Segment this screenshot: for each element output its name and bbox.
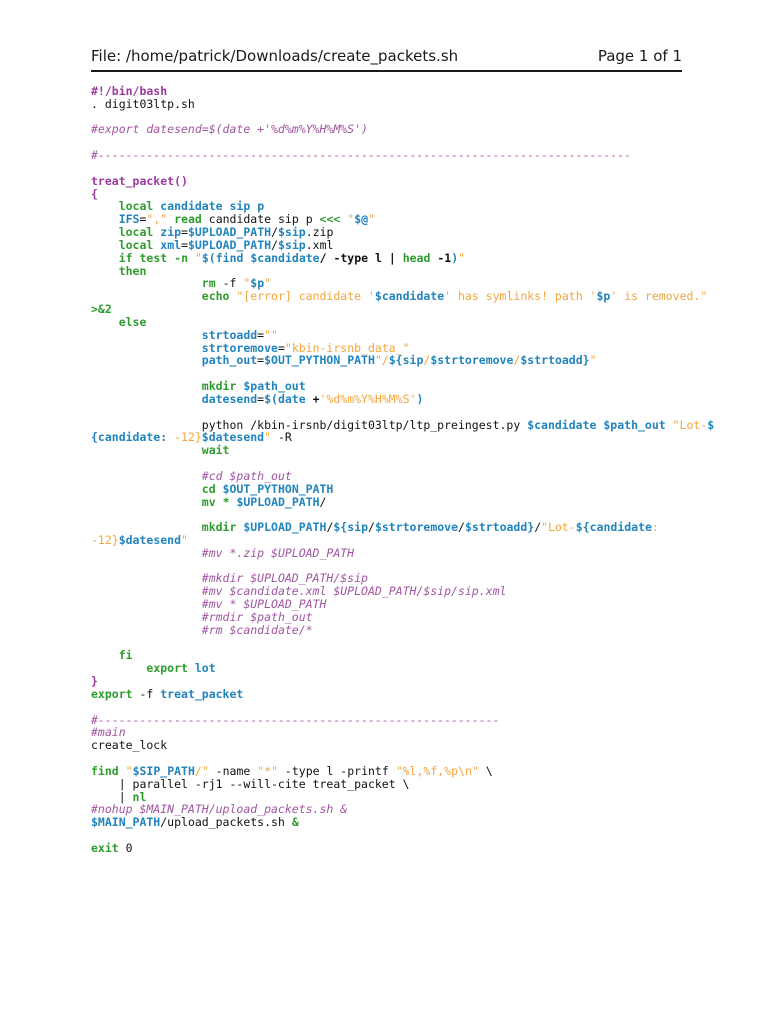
code-line: . digit03ltp.sh [91, 96, 195, 111]
code-line: -12}$datesend" [91, 532, 188, 547]
code-line: } [91, 674, 98, 689]
code-line: #cd $path_out [201, 468, 292, 483]
code-line: cd $OUT_PYTHON_PATH [201, 481, 334, 496]
code-line: export lot [146, 661, 216, 676]
code-line: #---------------------------------------… [91, 712, 500, 727]
code-line: #nohup $MAIN_PATH/upload_packets.sh & [91, 802, 348, 817]
code-line: path_out=$OUT_PYTHON_PATH"/${sip/$strtor… [201, 353, 597, 368]
code-line: #export datesend=$(date +'%d%m%Y%H%M%S') [91, 122, 368, 137]
code-line: #mv *.zip $UPLOAD_PATH [201, 545, 355, 560]
code-line: fi [118, 648, 133, 663]
code-line: { [91, 186, 98, 201]
code-line: #!/bin/bash [91, 84, 168, 98]
code-line [91, 829, 714, 842]
code-line: #mv $candidate.xml $UPLOAD_PATH/$sip/sip… [201, 584, 507, 599]
code-line: >&2 [91, 302, 112, 317]
code-line: mv * $UPLOAD_PATH/ [201, 494, 327, 509]
code-line: local xml=$UPLOAD_PATH/$sip.xml [118, 237, 334, 252]
code-line: IFS="," read candidate sip p <<< "$@" [118, 212, 375, 227]
code-line: create_lock [91, 738, 168, 753]
code-line: | nl [91, 789, 147, 804]
code-line: treat_packet() [91, 173, 188, 188]
code-line: local candidate sip p [118, 199, 265, 214]
code-line: python /kbin-irsnb/digit03ltp/ltp_preing… [91, 417, 715, 432]
code-line: find "$SIP_PATH/" -name "*" -type l -pri… [91, 763, 493, 778]
code-line: mkdir $UPLOAD_PATH/${sip/$strtoremove/$s… [201, 520, 659, 535]
code-line: $MAIN_PATH/upload_packets.sh & [91, 815, 299, 830]
header-page-label: Page 1 of 1 [597, 47, 682, 65]
code-line: datesend=$(date +'%d%m%Y%H%M%S') [201, 391, 424, 406]
code-line: wait [201, 443, 230, 458]
code-line: echo "[error] candidate '$candidate' has… [201, 289, 708, 304]
code-line: {candidate: -12}$datesend" -R [91, 430, 292, 445]
page-header: File: /home/patrick/Downloads/create_pac… [91, 47, 682, 65]
code-line: | parallel -rj1 --will-cite treat_packet… [91, 776, 410, 791]
code-line: #main [91, 725, 126, 740]
header-file-label: File: /home/patrick/Downloads/create_pac… [91, 47, 459, 65]
code-line: local zip=$UPLOAD_PATH/$sip.zip [118, 225, 334, 240]
code-line: then [118, 263, 147, 278]
header-divider [91, 70, 682, 72]
code-line: mkdir $path_out [201, 379, 306, 394]
code-line: #mv * $UPLOAD_PATH [201, 597, 327, 612]
code-line: #rmdir $path_out [201, 609, 313, 624]
code-line: rm -f "$p" [201, 276, 272, 291]
code-line [91, 637, 714, 650]
code-line: strtoadd="" [201, 327, 278, 342]
code-line: #rm $candidate/* [201, 622, 313, 637]
code-line: strtoremove="kbin-irsnb_data_" [201, 340, 410, 355]
code-block: #!/bin/bash. digit03ltp.sh #export dates… [91, 85, 714, 855]
code-line: #mkdir $UPLOAD_PATH/$sip [201, 571, 368, 586]
code-line: exit 0 [91, 840, 133, 855]
code-line: if test -n "$(find $candidate/ -type l |… [118, 250, 466, 265]
code-line: #---------------------------------------… [91, 148, 632, 163]
code-line: export -f treat_packet [91, 686, 244, 701]
code-line: else [118, 314, 147, 329]
